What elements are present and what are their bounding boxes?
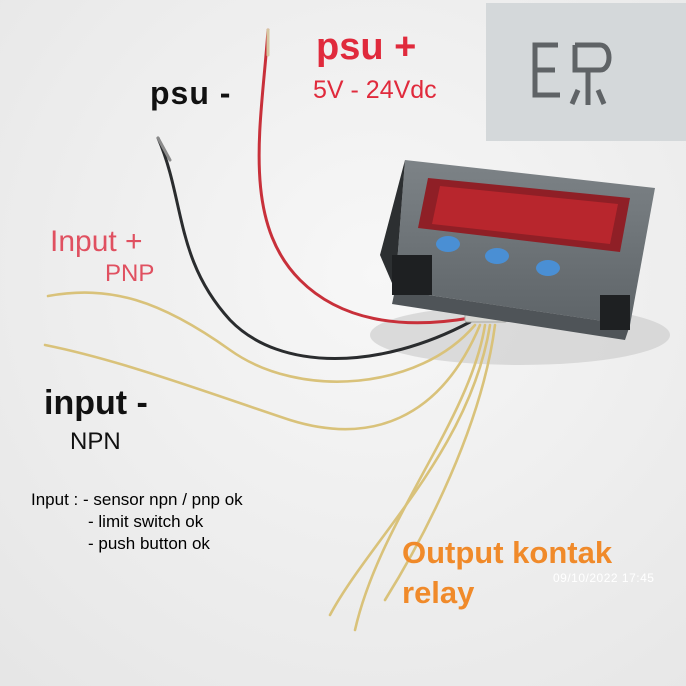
wires-yellow bbox=[43, 291, 497, 632]
note-line-1: Input : - sensor npn / pnp ok bbox=[31, 490, 243, 509]
input-notes: Input : - sensor npn / pnp ok - limit sw… bbox=[31, 489, 243, 555]
label-psu-minus: psu - bbox=[150, 75, 232, 111]
label-input-pnp: PNP bbox=[105, 260, 155, 287]
wire-red bbox=[257, 28, 472, 325]
label-input-plus: Input + bbox=[50, 225, 143, 258]
note-line-3: - push button ok bbox=[88, 534, 210, 553]
button-down bbox=[536, 260, 560, 276]
wire-black bbox=[156, 136, 472, 360]
button-set bbox=[436, 236, 460, 252]
note-line-2: - limit switch ok bbox=[88, 512, 204, 531]
button-up bbox=[485, 248, 509, 264]
label-input-npn: NPN bbox=[70, 428, 121, 455]
label-output-relay: Output kontak relay bbox=[402, 535, 613, 610]
device bbox=[380, 160, 655, 340]
logo-mark bbox=[532, 42, 612, 105]
label-psu-voltage: 5V - 24Vdc bbox=[313, 76, 437, 104]
label-psu-plus: psu + bbox=[316, 26, 417, 68]
label-input-minus: input - bbox=[44, 384, 148, 422]
display-digits bbox=[432, 186, 618, 244]
photo-timestamp: 09/10/2022 17:45 bbox=[553, 571, 655, 585]
